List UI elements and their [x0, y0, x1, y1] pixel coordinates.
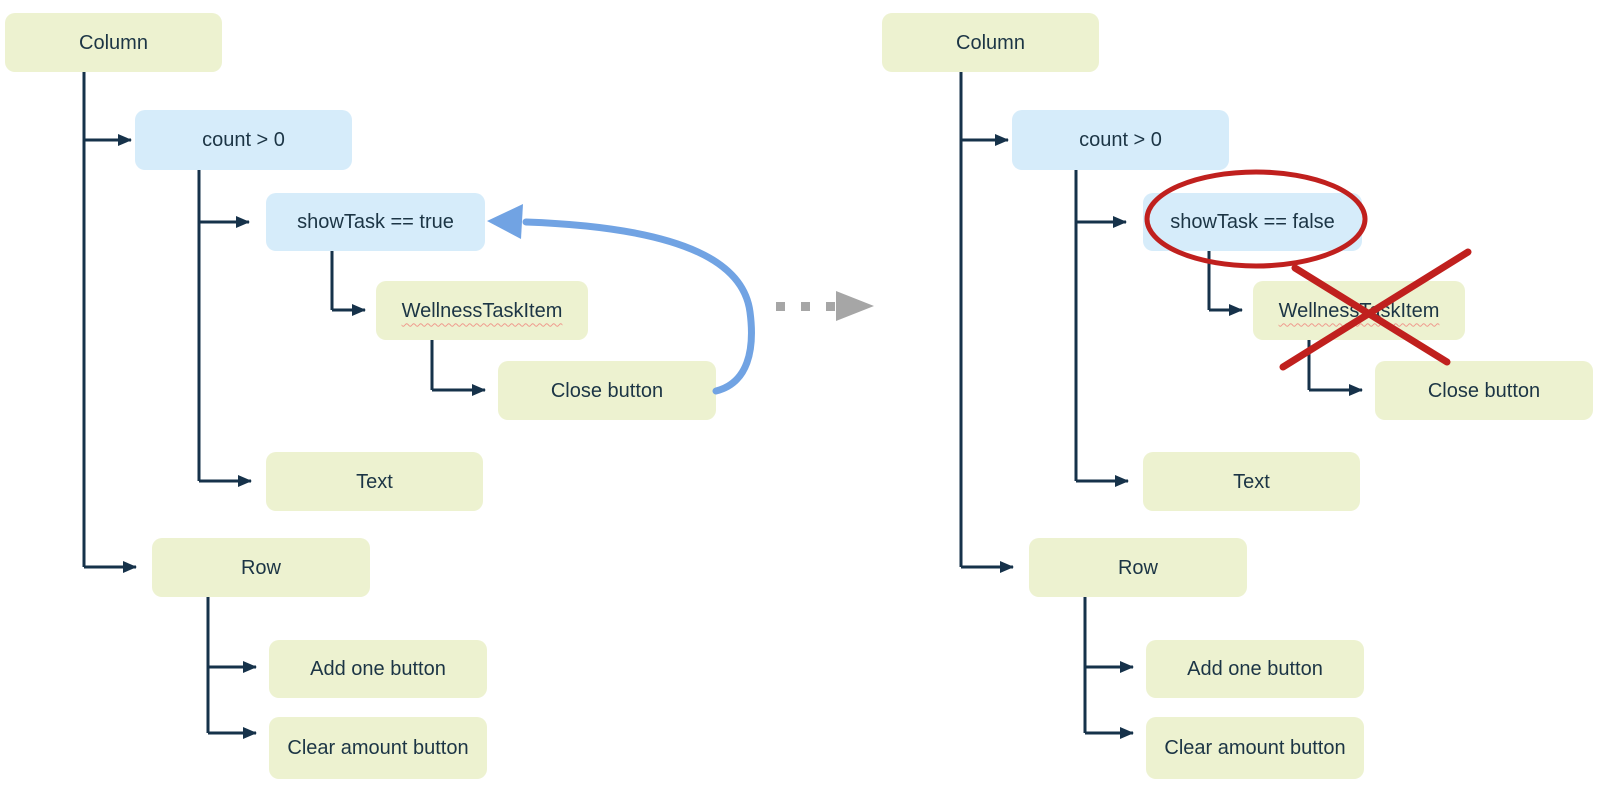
- right-node-wellness-task-item: WellnessTaskItem: [1253, 281, 1465, 340]
- right-node-column-label: Column: [956, 31, 1025, 54]
- right-node-show-task-condition: showTask == false: [1143, 193, 1362, 251]
- left-node-column: Column: [5, 13, 222, 72]
- left-node-row-label: Row: [240, 556, 281, 579]
- left-tree-trunk-lines: [82, 72, 434, 733]
- right-node-clear-amount-button: Clear amount button: [1146, 717, 1364, 779]
- left-node-add-one-button: Add one button: [269, 640, 487, 698]
- right-node-add-one-button: Add one button: [1146, 640, 1364, 698]
- left-node-clear-amount-button-label: Clear amount button: [287, 737, 469, 759]
- right-node-column: Column: [882, 13, 1099, 72]
- left-node-row: Row: [152, 538, 370, 597]
- right-node-count-condition-label: count > 0: [1079, 129, 1162, 151]
- left-node-show-task-condition: showTask == true: [266, 193, 485, 251]
- left-node-column-label: Column: [79, 31, 148, 54]
- transition-dash-2: [801, 302, 810, 311]
- right-node-show-task-condition-label: showTask == false: [1170, 211, 1335, 233]
- transition-dash-1: [776, 302, 785, 311]
- left-node-clear-amount-button: Clear amount button: [269, 717, 487, 779]
- right-node-close-button: Close button: [1375, 361, 1593, 420]
- transition-dash-3: [826, 302, 835, 311]
- left-node-text-label: Text: [356, 470, 393, 493]
- right-node-count-condition: count > 0: [1012, 110, 1229, 170]
- left-node-add-one-button-label: Add one button: [310, 658, 446, 680]
- left-node-count-condition: count > 0: [135, 110, 352, 170]
- right-node-clear-amount-button-label: Clear amount button: [1164, 737, 1346, 759]
- right-node-add-one-button-label: Add one button: [1187, 658, 1323, 680]
- right-tree-trunk-lines: [959, 72, 1311, 733]
- right-node-wellness-task-item-label: WellnessTaskItem: [1278, 299, 1440, 322]
- right-node-row: Row: [1029, 538, 1247, 597]
- left-node-text: Text: [266, 452, 483, 511]
- recompose-arrowhead: [487, 204, 523, 239]
- left-node-close-button: Close button: [498, 361, 716, 420]
- right-node-close-button-label: Close button: [1427, 379, 1541, 402]
- left-node-close-button-label: Close button: [550, 379, 664, 402]
- left-node-wellness-task-item: WellnessTaskItem: [376, 281, 588, 340]
- right-node-text: Text: [1143, 452, 1360, 511]
- right-node-text-label: Text: [1233, 470, 1270, 493]
- transition-arrowhead: [836, 291, 874, 321]
- right-node-row-label: Row: [1117, 556, 1158, 579]
- left-node-show-task-condition-label: showTask == true: [297, 211, 454, 233]
- left-node-wellness-task-item-label: WellnessTaskItem: [401, 299, 563, 322]
- left-node-count-condition-label: count > 0: [202, 129, 285, 151]
- transition-arrow-icon: [776, 291, 874, 321]
